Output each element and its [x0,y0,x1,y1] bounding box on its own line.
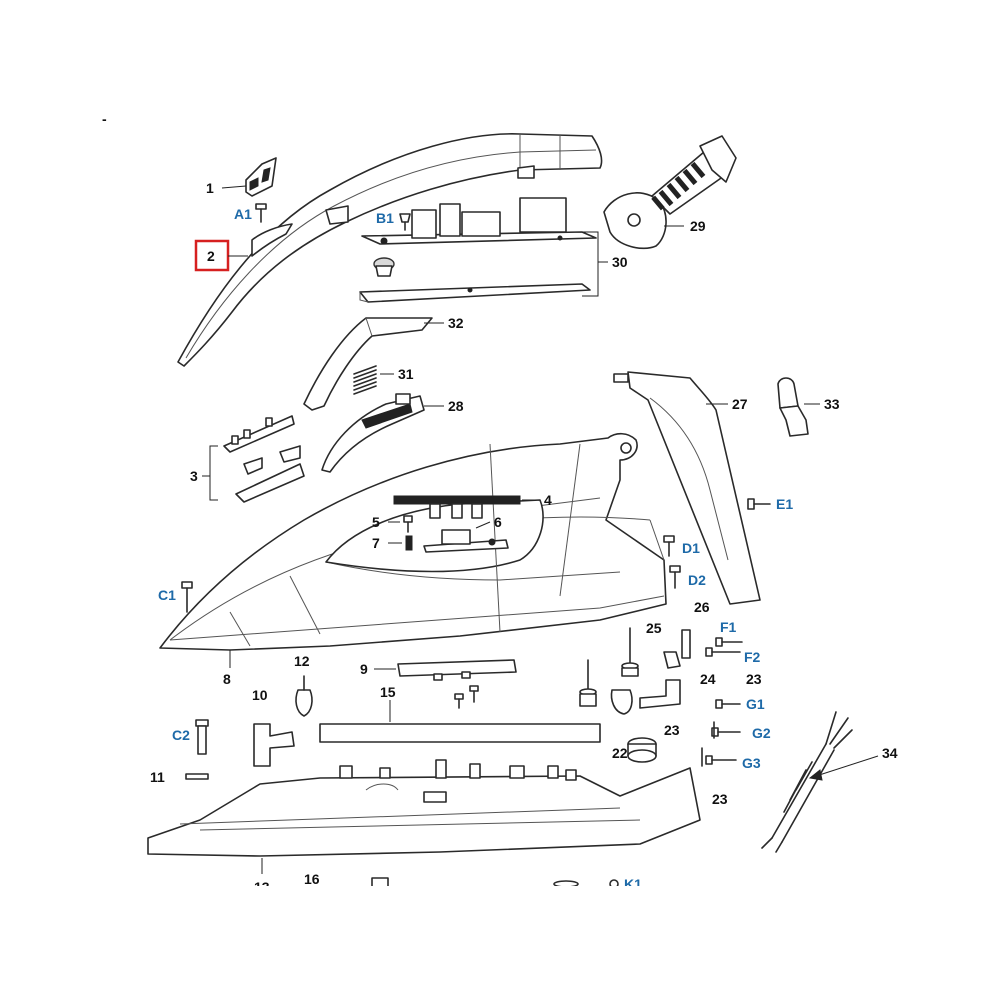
part-32 [303,317,433,411]
small-screws [454,685,479,709]
part-9 [397,659,517,681]
part-4 [393,495,521,519]
label-31: 31 [398,366,414,382]
screws-f [705,637,743,657]
screws-g [701,699,741,767]
label-23-b: 23 [664,722,680,738]
label-27: 27 [732,396,748,412]
label-f2: F2 [744,649,761,665]
screw-d1 [663,535,675,557]
label-24: 24 [700,671,716,687]
part-22 [627,737,657,763]
part-7 [405,535,413,551]
part-1-bracket [245,157,277,197]
part-34-power-cord [761,711,853,853]
label-28: 28 [448,398,464,414]
label-c2: C2 [172,727,190,743]
label-25: 25 [646,620,662,636]
part-3-lower [235,445,305,503]
label-16: 16 [304,871,320,887]
label-8: 8 [223,671,231,687]
label-2: 2 [207,248,215,264]
label-g1: G1 [746,696,765,712]
label-10: 10 [252,687,268,703]
label-4: 4 [544,492,552,508]
label-15: 15 [380,684,396,700]
label-b1: B1 [376,210,394,226]
screw-a1 [255,203,267,223]
label-c1: C1 [158,587,176,603]
label-g3: G3 [742,755,761,771]
part-3-upper [223,415,295,453]
part-33 [777,377,809,437]
handle-top-cover [177,133,603,367]
part-12 [295,675,313,717]
label-6: 6 [494,514,502,530]
soleplate-base [147,759,701,857]
label-22: 22 [612,745,628,761]
label-f1: F1 [720,619,737,635]
part-30-knob [373,257,395,277]
label-9: 9 [360,661,368,677]
label-12: 12 [294,653,310,669]
part-24 [639,679,681,709]
label-11: 11 [150,769,165,785]
label-23-c: 23 [712,791,728,807]
label-a1: A1 [234,206,252,222]
part-31-spring [353,365,377,395]
label-26: 26 [694,599,710,615]
screw-b1 [399,213,411,231]
screw-c1 [181,581,193,613]
label-3: 3 [190,468,198,484]
screw-e1 [747,498,771,510]
label-34: 34 [882,745,898,761]
part-11 [185,773,209,780]
main-body-housing [159,432,667,651]
part-30-board [361,197,597,245]
part-29-cord-guard [603,135,737,250]
label-d2: D2 [688,572,706,588]
part-5 [403,515,413,533]
part-25 [610,651,681,715]
part-15 [319,723,601,743]
label-32: 32 [448,315,464,331]
part-6 [423,529,509,553]
label-29: 29 [690,218,706,234]
posts [579,627,639,707]
label-d1: D1 [682,540,700,556]
label-g2: G2 [752,725,771,741]
label-e1: E1 [776,496,793,512]
label-7: 7 [372,535,380,551]
label-33: 33 [824,396,840,412]
label-5: 5 [372,514,380,530]
part-26 [681,629,691,659]
screw-c2 [195,719,209,755]
screw-d2 [669,565,681,589]
corner-mark: - [102,111,107,127]
part-28-lever [321,393,425,473]
part-30-tray [359,283,591,303]
label-30: 30 [612,254,628,270]
label-23-a: 23 [746,671,762,687]
part-10 [253,723,295,767]
part-27-rear-cover [613,371,761,605]
label-1: 1 [206,180,214,196]
